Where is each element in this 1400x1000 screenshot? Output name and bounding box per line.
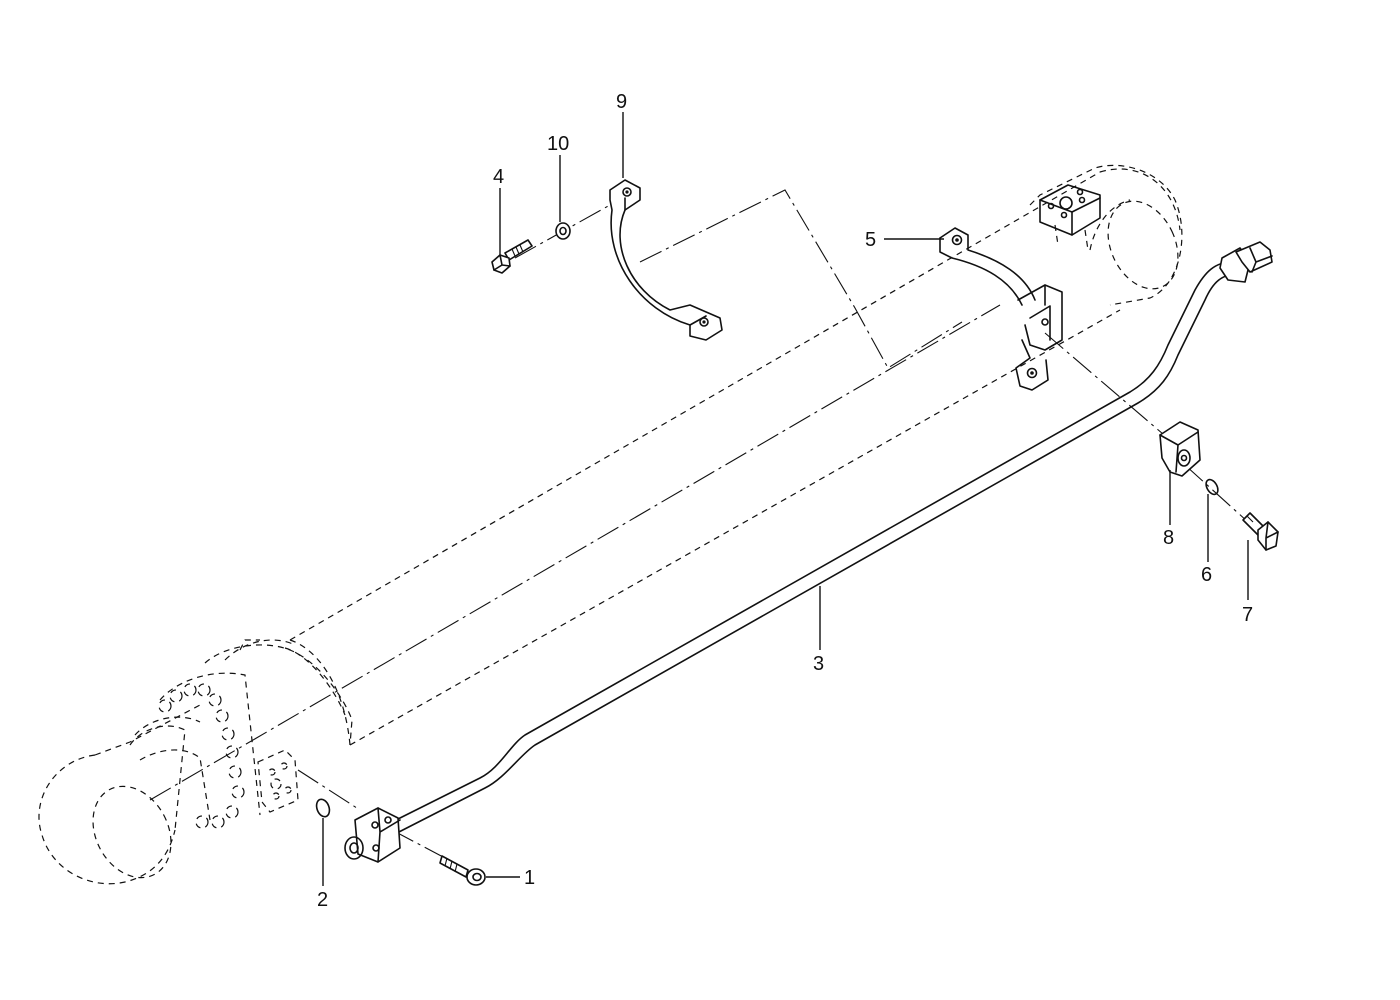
bolt-7[interactable] [1242,512,1279,551]
bolt-1[interactable] [439,855,486,886]
callout-label-3: 3 [813,653,824,675]
callout-label-7: 7 [1242,604,1253,626]
mounted-clamp-5 [939,227,1063,391]
callout-label-10: 10 [547,133,569,155]
cylinder-bottom-eye [1029,164,1183,306]
leader-lines [322,112,1249,886]
callout-label-1: 1 [524,867,535,889]
bolt-4[interactable] [491,239,533,274]
cylinder-gland [158,639,353,829]
assembly-guide-lines [297,189,1249,859]
hydraulic-pipe-3[interactable] [391,241,1273,835]
callout-label-8: 8 [1163,527,1174,549]
callout-labels: 9 10 4 5 8 6 7 3 2 1 [317,91,1253,911]
o-ring-2[interactable] [314,797,331,818]
clamp-9[interactable] [609,179,723,341]
callout-label-4: 4 [493,166,504,188]
pipe-flange [344,807,401,863]
washer-10[interactable] [555,222,571,240]
callout-label-6: 6 [1201,564,1212,586]
bracket-8[interactable] [1159,421,1201,477]
cylinder-tube [149,168,1181,801]
callout-label-2: 2 [317,889,328,911]
callout-label-5: 5 [865,229,876,251]
washer-6[interactable] [1204,478,1221,497]
rod-end-eye [38,704,211,885]
callout-label-9: 9 [616,91,627,113]
